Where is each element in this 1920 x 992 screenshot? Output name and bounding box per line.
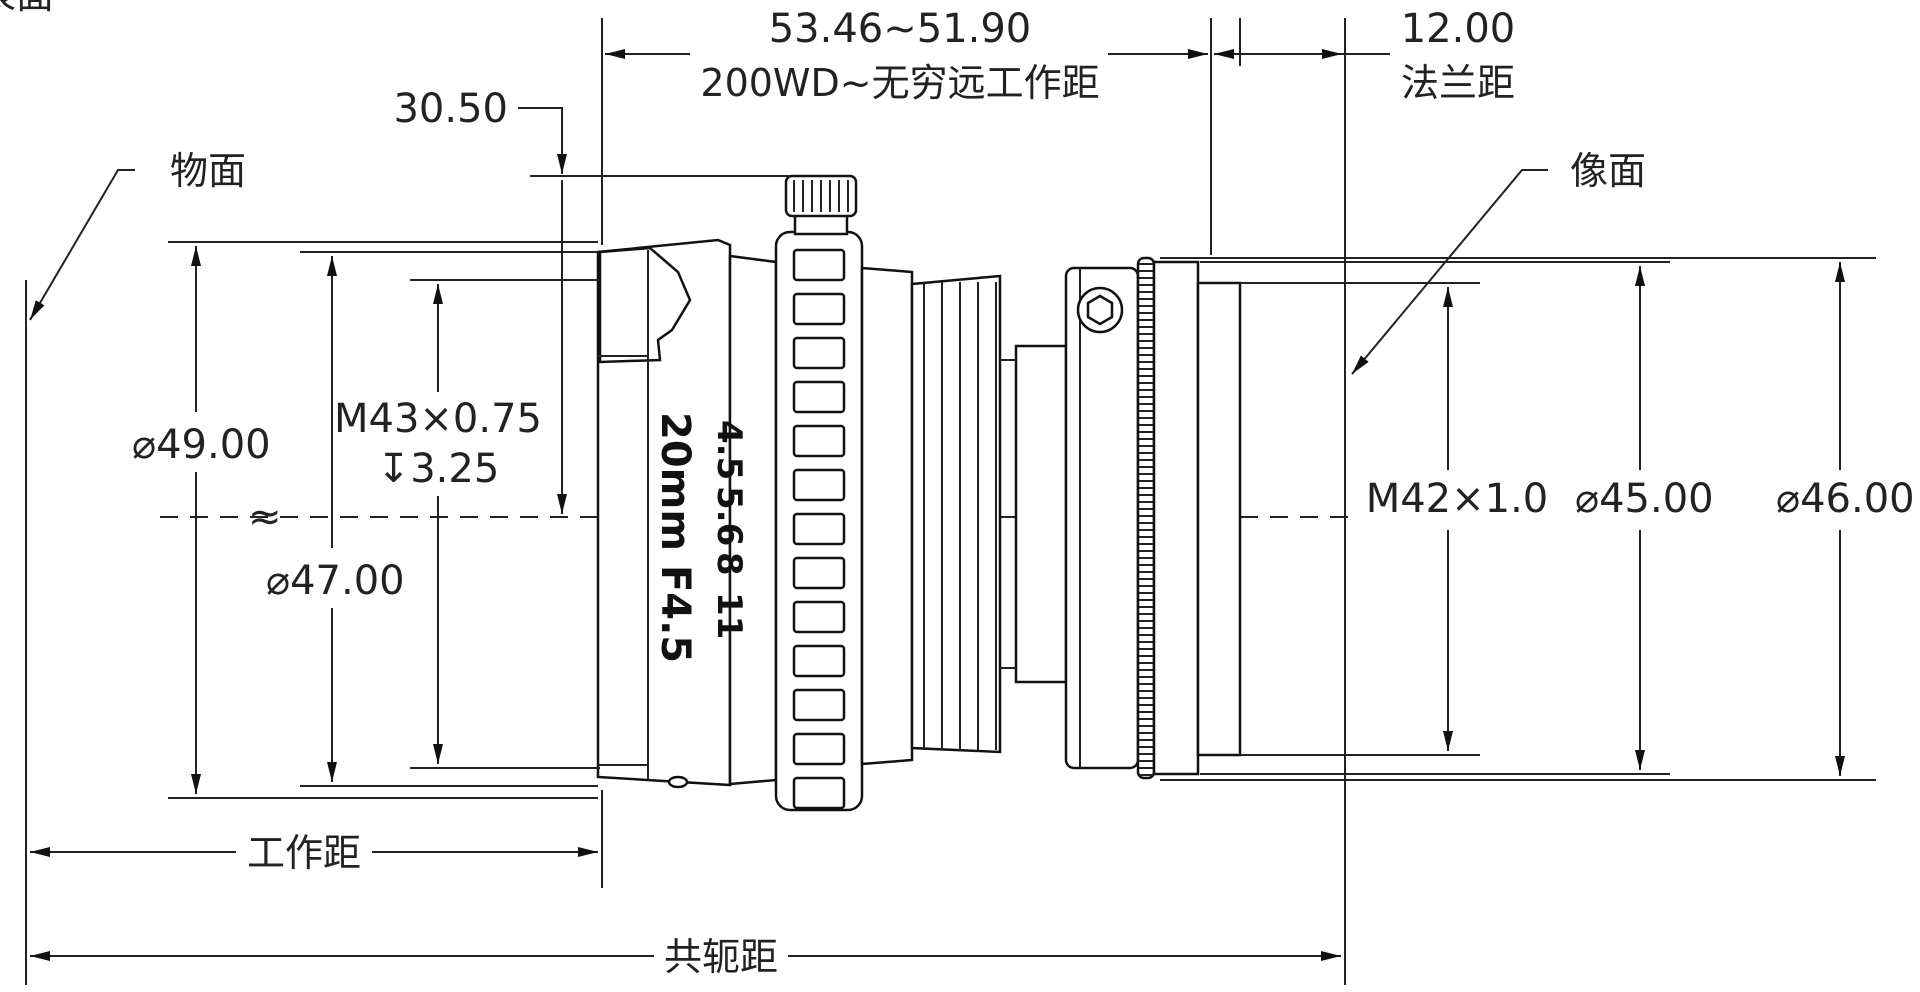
- svg-text:M43×0.75: M43×0.75: [334, 396, 542, 442]
- lens-body: [596, 174, 1242, 812]
- flange-value: 12.00: [1401, 6, 1516, 52]
- svg-text:8: 8: [709, 552, 749, 576]
- svg-text:↧3.25: ↧3.25: [377, 446, 500, 492]
- aperture-scale: 4.5 5.6 8 11: [709, 420, 749, 639]
- d46-label: ⌀46.00: [1776, 470, 1918, 530]
- ring-knurl: [792, 248, 846, 810]
- lens-model-engraving: 20mm F4.5: [652, 412, 698, 663]
- svg-text:物面: 物面: [170, 149, 246, 193]
- knurl-block: [792, 336, 846, 370]
- knurl-block: [792, 468, 846, 502]
- rear-neck: [1014, 344, 1068, 684]
- length-range-value: 53.46~51.90: [769, 6, 1032, 52]
- height-30-50-leader: [518, 107, 567, 174]
- svg-text:⌀47.00: ⌀47.00: [266, 558, 405, 604]
- wd-range-label: 200WD~无穷远工作距: [700, 61, 1099, 105]
- knurl-block: [792, 512, 846, 546]
- approx-symbol: ≈: [248, 494, 282, 540]
- knurl-block: [792, 600, 846, 634]
- d45-label: ⌀45.00: [1575, 470, 1725, 530]
- knurl-block: [792, 248, 846, 282]
- svg-text:⌀46.00: ⌀46.00: [1776, 476, 1915, 522]
- d49-label: ⌀49.00: [132, 412, 282, 472]
- lock-screw-grip: [793, 180, 849, 212]
- d47-label: ⌀47.00: [266, 548, 416, 608]
- knurl-block: [792, 732, 846, 766]
- knurl-block: [792, 688, 846, 722]
- rear-collar: [860, 266, 914, 766]
- svg-text:⌀49.00: ⌀49.00: [132, 422, 271, 468]
- fine-knurl: [1139, 263, 1153, 776]
- svg-text:M42×1.0: M42×1.0: [1366, 476, 1549, 522]
- rear-clamp: [1064, 266, 1140, 770]
- socket-head-screw-icon: [1076, 286, 1124, 334]
- svg-text:共轭距: 共轭距: [664, 935, 778, 979]
- svg-text:11: 11: [709, 592, 749, 639]
- svg-text:像面: 像面: [1570, 149, 1646, 193]
- conjugate-label: 共轭距: [654, 930, 788, 982]
- rear-grooves: [923, 282, 997, 750]
- knurl-block: [792, 776, 846, 810]
- m42-label: M42×1.0: [1366, 470, 1549, 530]
- mount-flange: [1152, 260, 1200, 776]
- fine-knurl-ring: [1136, 256, 1156, 780]
- rear-taper: [910, 274, 1002, 754]
- image-plane-leader: 像面: [1351, 149, 1646, 375]
- knurl-block: [792, 556, 846, 590]
- corner-fragment: 表面: [0, 0, 54, 17]
- svg-text:5.6: 5.6: [709, 486, 749, 546]
- mount-thread: [1196, 281, 1242, 757]
- wd-label: 工作距: [236, 826, 372, 878]
- knurl-block: [792, 380, 846, 414]
- svg-text:⌀45.00: ⌀45.00: [1575, 476, 1714, 522]
- knurl-block: [792, 644, 846, 678]
- barrel-hole-icon: [667, 775, 689, 789]
- flange-label: 法兰距: [1401, 61, 1515, 105]
- knurl-block: [792, 424, 846, 458]
- front-cap-notch: [598, 246, 692, 364]
- m43-label: M43×0.75 ↧3.25: [334, 392, 542, 496]
- height-30-50-value: 30.50: [393, 86, 508, 132]
- knurl-block: [792, 292, 846, 326]
- svg-text:4.5: 4.5: [709, 420, 749, 480]
- object-plane-leader: 物面: [29, 149, 246, 321]
- svg-text:工作距: 工作距: [247, 831, 361, 875]
